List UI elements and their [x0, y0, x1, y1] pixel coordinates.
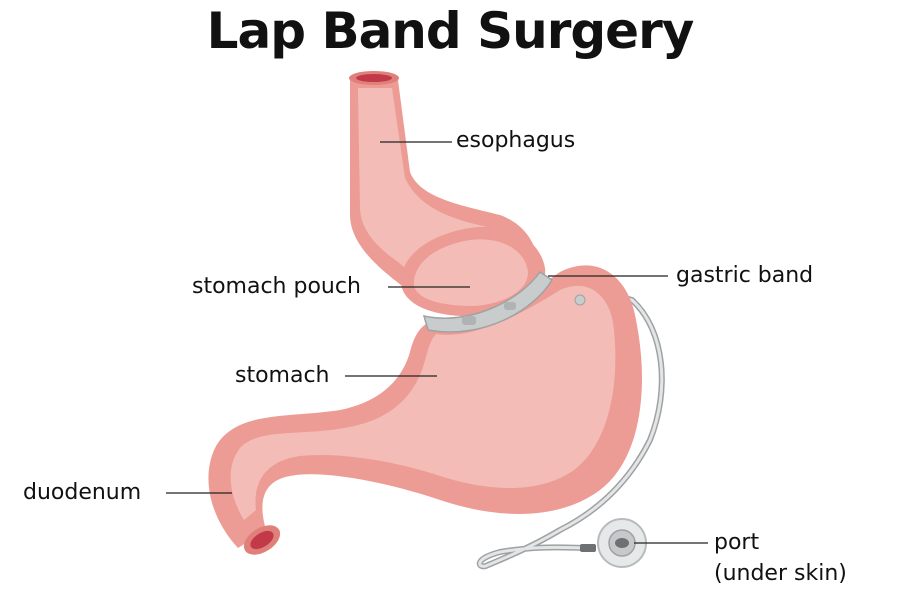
port-connector — [580, 544, 596, 552]
stomach-pouch-highlight — [413, 239, 528, 306]
stomach-pouch-label: stomach pouch — [192, 274, 361, 299]
gastric-band-shape — [422, 270, 554, 333]
stomach-label: stomach — [235, 363, 330, 388]
gastric-band-label: gastric band — [676, 263, 814, 288]
duodenum-lumen — [250, 530, 274, 550]
duodenum-label: duodenum — [23, 480, 142, 505]
port-note-label: (under skin) — [714, 561, 847, 586]
port-label: port — [714, 530, 760, 555]
port-center — [615, 538, 629, 548]
band-clip — [462, 316, 476, 325]
band-clip — [504, 302, 516, 310]
esophagus-lumen — [356, 74, 392, 82]
tube-connector — [574, 294, 586, 306]
page-title: Lap Band Surgery — [206, 2, 695, 60]
stomach-highlight — [230, 285, 616, 520]
esophagus-label: esophagus — [456, 128, 576, 153]
